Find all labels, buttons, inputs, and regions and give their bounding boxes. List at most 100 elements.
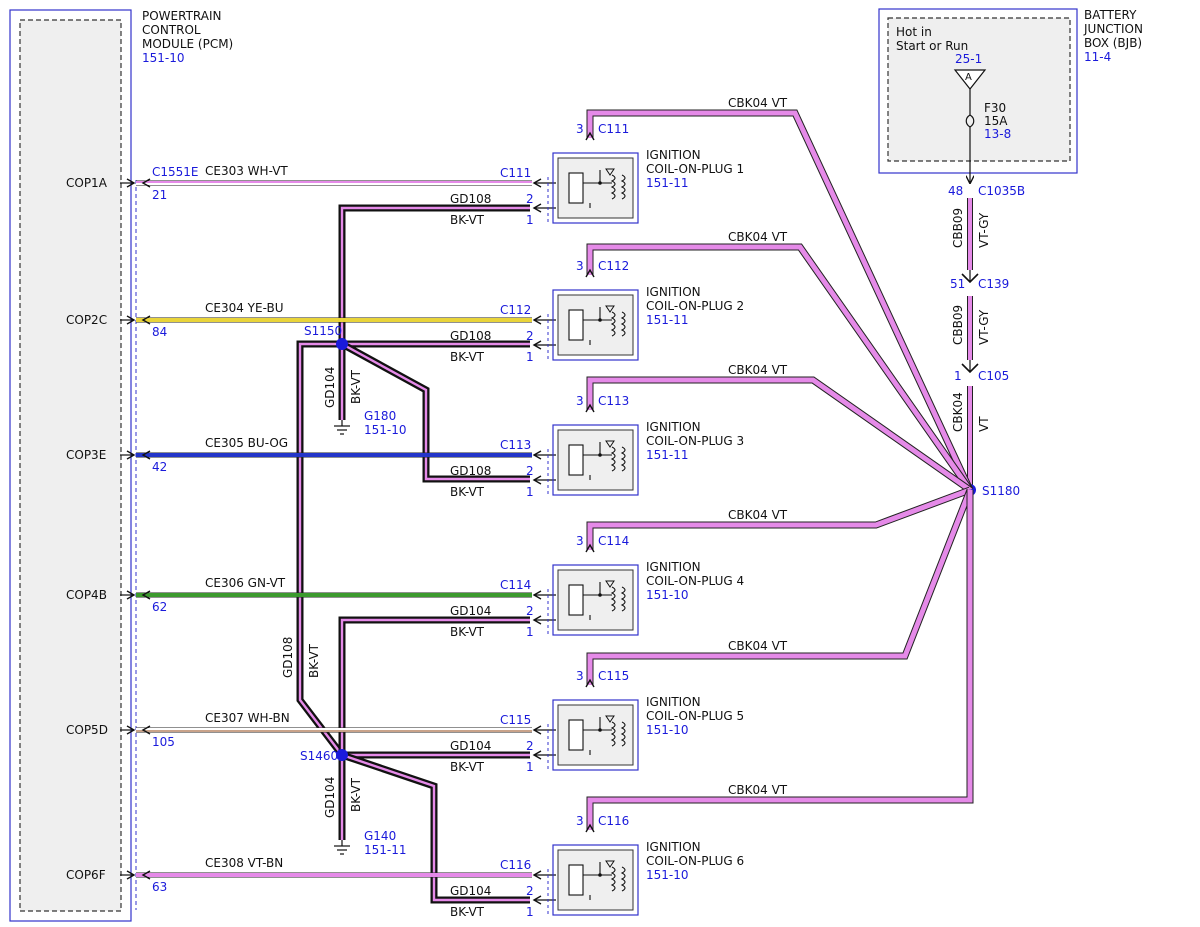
- s1460-splice-dot: [336, 749, 348, 761]
- coil-ref: 151-11: [646, 313, 689, 327]
- coil-winding-icon: [620, 311, 626, 337]
- coil-title-2: COIL-ON-PLUG 6: [646, 854, 744, 868]
- c139-connector: C139: [978, 277, 1009, 291]
- pin2-number: 2: [526, 464, 534, 478]
- ground-circuit-label: GD104: [450, 739, 491, 753]
- coil-driver-icon: [568, 172, 584, 204]
- signal-circuit-label: CE305 BU-OG: [205, 436, 288, 450]
- feed-wire-fill: [587, 489, 973, 685]
- pcm-module: [9, 9, 137, 922]
- ground-circuit-label: GD108: [450, 192, 491, 206]
- coil-title-1: IGNITION: [646, 840, 701, 854]
- w2-color: VT-GY: [977, 309, 991, 345]
- coil-winding-icon: [620, 866, 626, 892]
- pcm-wire-arrow: [141, 590, 151, 600]
- coil-winding-icon: [610, 721, 616, 747]
- feed-wire-fill: [587, 244, 973, 492]
- ground-g180-icon: [334, 420, 350, 435]
- coil-winding-icon: [620, 721, 626, 747]
- pcm-wire-arrow: [141, 870, 151, 880]
- coil-title-1: IGNITION: [646, 148, 701, 162]
- w2-circuit: CBB09: [951, 305, 965, 345]
- ground-color-label: BK-VT: [450, 485, 485, 499]
- ground-circuit-label: GD108: [450, 329, 491, 343]
- coil-winding-icon: [620, 446, 626, 472]
- coil-winding-icon: [610, 586, 616, 612]
- coil-driver-icon: [568, 444, 584, 476]
- signal-circuit-label: CE307 WH-BN: [205, 711, 290, 725]
- signal-connector-label: C113: [500, 438, 531, 452]
- pcm-connector-label: C1551E: [152, 165, 199, 179]
- bjb-bus-letter: A: [965, 72, 972, 83]
- coil-ref: 151-10: [646, 588, 689, 602]
- feed-wire-label: CBK04 VT: [728, 639, 788, 653]
- pin3-number: 3: [576, 669, 584, 683]
- pin3-number: 3: [576, 259, 584, 273]
- pin3-number: 3: [576, 394, 584, 408]
- ground-color-label: BK-VT: [450, 625, 485, 639]
- s1150-splice-dot: [336, 338, 348, 350]
- junction-dot: [598, 318, 602, 322]
- ground-g140-icon: [334, 840, 350, 855]
- pin1-number: 1: [526, 760, 534, 774]
- ground-color-label: BK-VT: [450, 213, 485, 227]
- junction-dot: [598, 728, 602, 732]
- pin2-number: 2: [526, 604, 534, 618]
- bjb-ref: 11-4: [1084, 50, 1111, 64]
- coil-title-2: COIL-ON-PLUG 1: [646, 162, 744, 176]
- coil-winding-icon: [620, 586, 626, 612]
- coil-winding-icon: [610, 866, 616, 892]
- coil-winding-icon: [610, 174, 616, 200]
- pcm-pin-label: COP3E: [66, 448, 106, 462]
- coil-title-1: IGNITION: [646, 560, 701, 574]
- coil-title-2: COIL-ON-PLUG 3: [646, 434, 744, 448]
- bjb-hot-2: Start or Run: [896, 39, 968, 53]
- coil-box-outline: [552, 289, 639, 361]
- pcm-title-1: POWERTRAIN: [142, 9, 222, 23]
- pin3-connector: C114: [598, 534, 629, 548]
- coil-ref: 151-11: [646, 448, 689, 462]
- diode-icon: [605, 440, 615, 448]
- s1180-label: S1180: [982, 484, 1020, 498]
- signal-connector-label: C116: [500, 858, 531, 872]
- ground-color-label: BK-VT: [450, 905, 485, 919]
- pcm-wire-arrow: [141, 178, 151, 188]
- pin3-connector: C113: [598, 394, 629, 408]
- pcm-pin-label: COP1A: [66, 176, 108, 190]
- coil-driver-icon: [568, 309, 584, 341]
- feed-wire-label: CBK04 VT: [728, 508, 788, 522]
- feed-wire-fill: [587, 110, 973, 492]
- coil-box-outline: [552, 152, 639, 224]
- pcm-wire-arrow: [141, 725, 151, 735]
- diode-icon: [605, 580, 615, 588]
- pin3-arrow: [585, 403, 595, 413]
- pin3-number: 3: [576, 534, 584, 548]
- pin3-arrow: [585, 678, 595, 688]
- bjb-hot-1: Hot in: [896, 25, 932, 39]
- feed-wire-fill: [587, 487, 971, 550]
- pin3-connector: C116: [598, 814, 629, 828]
- pcm-pin-label: COP5D: [66, 723, 108, 737]
- feed-wire-label: CBK04 VT: [728, 783, 788, 797]
- feed-wire-fill: [587, 490, 973, 830]
- coil-winding-icon: [620, 174, 626, 200]
- coil-driver-icon: [568, 719, 584, 751]
- pin1-number: 1: [526, 625, 534, 639]
- pin3-arrow: [585, 543, 595, 553]
- ground-color-label: BK-VT: [450, 350, 485, 364]
- diode-icon: [605, 860, 615, 868]
- fuse-amps: 15A: [984, 114, 1008, 128]
- g140-ref: 151-11: [364, 843, 407, 857]
- coil-ref: 151-10: [646, 723, 689, 737]
- coil-title-1: IGNITION: [646, 285, 701, 299]
- pcm-pin-number: 105: [152, 735, 175, 749]
- coil-driver-icon: [568, 864, 584, 896]
- w3-color: VT: [977, 416, 991, 432]
- pcm-wire-arrow: [141, 315, 151, 325]
- g180-label: G180: [364, 409, 396, 423]
- w3-circuit: CBK04: [951, 392, 965, 432]
